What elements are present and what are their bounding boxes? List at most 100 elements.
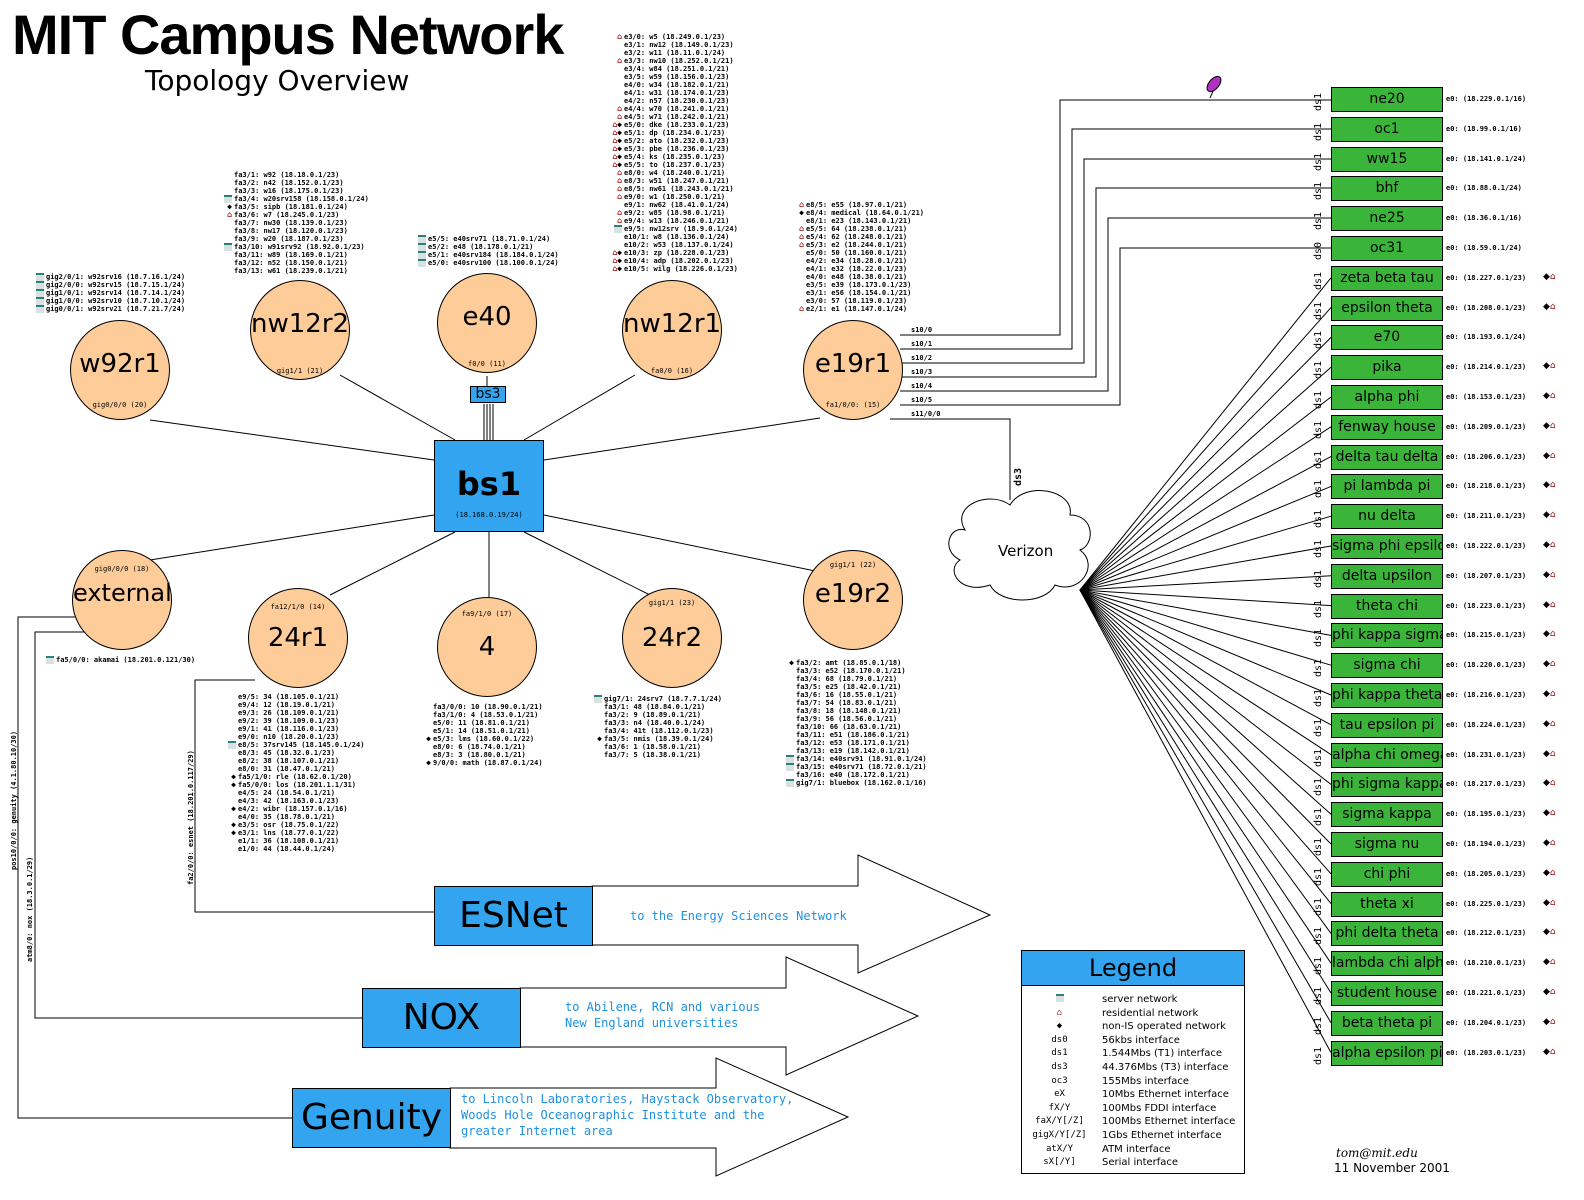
page-subtitle: Topology Overview <box>145 64 410 97</box>
remote-site-box[interactable]: tau epsilon pi <box>1331 712 1443 738</box>
port-entry: ◆e4/2: wibr (18.157.0.1/16) <box>231 805 364 814</box>
server-network-icon <box>778 779 794 787</box>
remote-site-box[interactable]: phi kappa theta <box>1331 683 1443 708</box>
residential-non-is-icon: ⌂◆ <box>612 248 622 257</box>
remote-site-box[interactable]: fenway house <box>1331 414 1443 440</box>
ds1-link <box>1079 337 1332 591</box>
port-text: fa3/0/0: 10 (18.90.0.1/21) <box>433 703 543 711</box>
genuity-uplink-label: pos10/0/0: genuity (4.1.80.10/30) <box>10 730 18 870</box>
remote-site-box[interactable]: ne20 <box>1331 87 1443 112</box>
remote-site-box[interactable]: delta upsilon <box>1331 563 1443 589</box>
remote-site-box[interactable]: alpha phi <box>1331 385 1443 410</box>
remote-site-box[interactable]: sigma phi epsilon <box>1331 534 1443 559</box>
port-text: fa3/7: nw30 (18.139.0.1/23) <box>234 219 348 227</box>
router-port: gig1/1 (22) <box>829 561 877 569</box>
remote-site-box[interactable]: oc1 <box>1331 116 1443 142</box>
port-entry: ⌂e9/0: w1 (18.250.0.1/21) <box>617 193 738 202</box>
router-name: nw12r2 <box>251 309 350 339</box>
port-text: fa3/6: w7 (18.245.0.1/23) <box>234 211 340 219</box>
remote-site-box[interactable]: phi sigma kappa <box>1331 772 1443 798</box>
port-entry: fa3/7: nw30 (18.139.0.1/23) <box>234 219 369 227</box>
router-port: fa1/0/0: (15) <box>825 401 881 409</box>
non-is-residential-icon: ◆⌂ <box>1543 569 1556 580</box>
remote-site-box[interactable]: pi lambda pi <box>1331 474 1443 500</box>
port-text: e4/1: e32 (18.22.0.1/23) <box>806 265 908 273</box>
remote-site-ip: e0: (18.204.0.1/23) <box>1446 1018 1527 1027</box>
residential-network-icon: ⌂ <box>617 216 622 225</box>
ds1-link <box>1079 589 1332 904</box>
port-text: e5/0: e40srv100 (18.100.0.1/24) <box>428 259 559 267</box>
remote-site-box[interactable]: oc31 <box>1331 236 1443 261</box>
router-external[interactable]: gig0/0/0 (18)external <box>72 550 172 650</box>
port-text: fa3/3: e52 (18.170.0.1/21) <box>796 667 906 675</box>
port-text: e3/1: e56 (18.154.0.1/21) <box>806 289 912 297</box>
remote-site-box[interactable]: phi delta theta <box>1331 921 1443 947</box>
remote-site-box[interactable]: alpha epsilon pi <box>1331 1040 1443 1066</box>
port-text: e9/3: 26 (18.109.0.1/21) <box>238 709 340 717</box>
port-entry: fa3/1: w92 (18.18.0.1/23) <box>234 171 369 179</box>
residential-network-icon: ⌂ <box>617 56 622 65</box>
remote-site-box[interactable]: alpha chi omega <box>1331 742 1443 768</box>
external-nox[interactable]: NOX <box>362 988 521 1048</box>
port-entry: e9/0: n10 (18.20.0.1/23) <box>238 733 364 741</box>
residential-network-icon: ⌂ <box>617 104 622 113</box>
remote-site-box[interactable]: beta theta pi <box>1331 1010 1443 1036</box>
remote-site-box[interactable]: phi kappa sigma <box>1331 623 1443 649</box>
router-name: nw12r1 <box>623 309 722 339</box>
remote-site-box[interactable]: e70 <box>1331 325 1443 351</box>
port-text: fa3/1/0: 4 (18.53.0.1/21) <box>433 711 539 719</box>
port-text: fa3/9: 56 (18.56.0.1/21) <box>796 715 898 723</box>
non-is-residential-icon: ◆⌂ <box>1543 540 1556 550</box>
legend-label: residential network <box>1102 1007 1199 1019</box>
remote-site-box[interactable]: sigma nu <box>1331 832 1443 857</box>
remote-site-box[interactable]: theta chi <box>1331 593 1443 619</box>
server-network-icon <box>28 297 44 305</box>
remote-site-box[interactable]: ww15 <box>1331 146 1443 172</box>
port-entry: e8/2: 38 (18.107.0.1/21) <box>238 757 364 765</box>
remote-site-box[interactable]: sigma kappa <box>1331 802 1443 828</box>
ds1-link <box>1079 366 1332 591</box>
port-entry: e10/2: w53 (18.137.0.1/24) <box>624 241 738 249</box>
remote-site-box[interactable]: ne25 <box>1331 206 1443 232</box>
port-text: e5/3: lms (18.60.0.1/22) <box>433 735 535 743</box>
switch-bs3[interactable]: bs3 <box>470 386 506 403</box>
port-entry: e4/0: w34 (18.182.0.1/21) <box>624 81 738 89</box>
non-is-network-icon: ◆ <box>799 208 804 217</box>
remote-site-ip: e0: (18.88.0.1/24) <box>1446 184 1522 193</box>
remote-site-box[interactable]: theta xi <box>1331 891 1443 917</box>
ds1-link <box>1079 589 1332 1053</box>
non-is-residential-icon: ◆⌂ <box>1543 718 1556 729</box>
server-network-icon <box>586 695 602 703</box>
remote-site-box[interactable]: lambda chi alpha <box>1331 951 1443 977</box>
remote-site-box[interactable]: sigma chi <box>1331 653 1443 679</box>
port-entry: e4/0: 35 (18.78.0.1/21) <box>238 813 364 821</box>
router-e19r2[interactable]: gig1/1 (22)e19r2 <box>803 550 903 650</box>
port-text: e3/1: nw12 (18.149.0.1/23) <box>624 41 734 49</box>
port-list-nw12r1: ⌂e3/0: w5 (18.249.0.1/23)e3/1: nw12 (18.… <box>612 33 738 274</box>
remote-site-box[interactable]: zeta beta tau <box>1331 265 1443 291</box>
external-esnet[interactable]: ESNet <box>434 886 593 946</box>
external-genuity[interactable]: Genuity <box>292 1088 451 1148</box>
port-entry: ⌂◆e5/0: dke (18.233.0.1/23) <box>612 121 738 130</box>
router-4[interactable]: fa9/1/0 (17)4 <box>437 597 537 697</box>
ds1-link <box>1079 515 1332 591</box>
router-24r2[interactable]: gig1/1 (23)24r2 <box>622 588 722 688</box>
description-line: greater Internet area <box>461 1124 613 1138</box>
remote-site-box[interactable]: delta tau delta <box>1331 444 1443 470</box>
remote-site-box[interactable]: epsilon theta <box>1331 295 1443 321</box>
core-switch-bs1[interactable]: bs1(18.168.0.19/24) <box>434 440 544 532</box>
remote-site-box[interactable]: pika <box>1331 355 1443 381</box>
remote-site-box[interactable]: chi phi <box>1331 861 1443 887</box>
port-entry: e9/1: nw62 (18.41.0.1/24) <box>624 201 738 209</box>
server-network-icon <box>410 259 426 267</box>
remote-site-box[interactable]: bhf <box>1331 176 1443 202</box>
router-24r1[interactable]: fa12/1/0 (14)24r1 <box>248 588 348 688</box>
remote-site-box[interactable]: nu delta <box>1331 504 1443 530</box>
remote-site-box[interactable]: student house <box>1331 981 1443 1006</box>
